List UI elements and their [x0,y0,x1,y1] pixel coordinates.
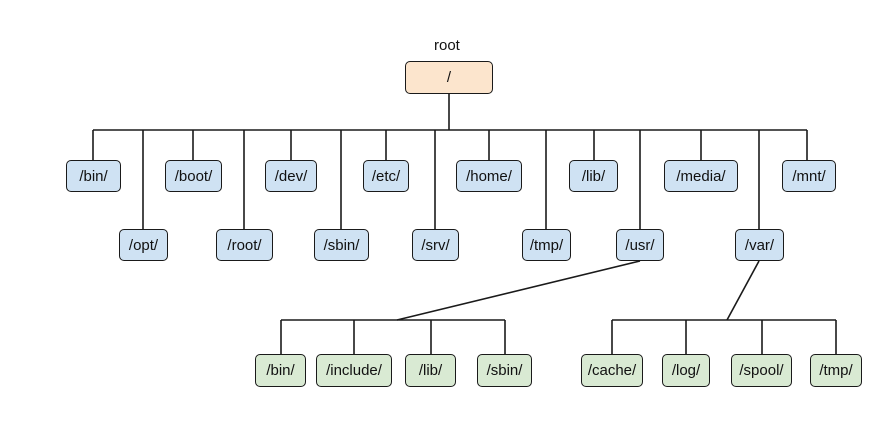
usr-child-lib: /lib/ [405,354,456,387]
dir-node-etc: /etc/ [363,160,409,192]
root-caption: root [434,37,460,54]
dir-node-home: /home/ [456,160,522,192]
usr-diagonal-line [396,260,641,321]
var-diagonal-line [726,260,760,321]
dir-node-dev: /dev/ [265,160,317,192]
usr-child-include: /include/ [316,354,392,387]
var-child-spool: /spool/ [731,354,792,387]
dir-node-lib: /lib/ [569,160,618,192]
dir-node-tmp: /tmp/ [522,229,571,261]
var-child-tmp: /tmp/ [810,354,862,387]
dir-node-media: /media/ [664,160,738,192]
dir-node-root: /root/ [216,229,273,261]
dir-node-srv: /srv/ [412,229,459,261]
dir-node-bin: /bin/ [66,160,121,192]
var-child-cache: /cache/ [581,354,643,387]
dir-node-opt: /opt/ [119,229,168,261]
root-node: / [405,61,493,94]
dir-node-boot: /boot/ [165,160,222,192]
var-child-log: /log/ [662,354,710,387]
dir-node-var: /var/ [735,229,784,261]
usr-child-bin: /bin/ [255,354,306,387]
dir-node-sbin: /sbin/ [314,229,369,261]
dir-node-mnt: /mnt/ [782,160,836,192]
usr-child-sbin: /sbin/ [477,354,532,387]
dir-node-usr: /usr/ [616,229,664,261]
